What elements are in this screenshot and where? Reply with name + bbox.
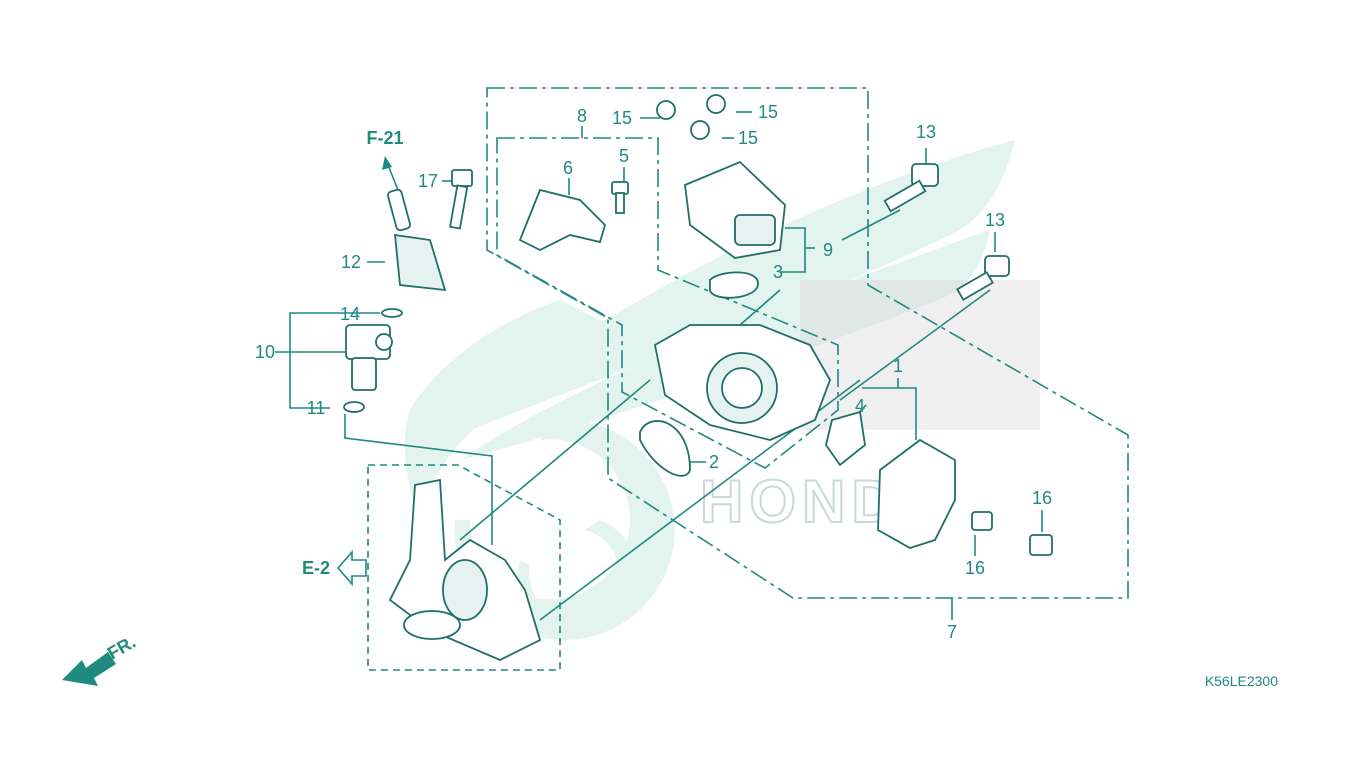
front-arrow-icon — [62, 652, 116, 686]
callout-3: 3 — [773, 262, 783, 282]
f21-arrow — [382, 156, 399, 191]
callout-4: 4 — [855, 396, 865, 416]
bolt-17 — [449, 169, 473, 230]
callout-7: 7 — [947, 622, 957, 642]
callout-15-left: 15 — [612, 108, 632, 128]
bolt-13-upper — [883, 163, 939, 213]
injector-10 — [345, 324, 393, 391]
diagram-code: K56LE2300 — [1205, 673, 1278, 689]
callout-15-top: 15 — [758, 102, 778, 122]
gasket-2 — [639, 420, 691, 477]
callout-13-lower: 13 — [985, 210, 1005, 230]
screw-16-left — [971, 511, 993, 531]
reference-f21: F-21 — [366, 128, 403, 148]
callout-13-upper: 13 — [916, 122, 936, 142]
callout-15-lower: 15 — [738, 128, 758, 148]
screw-16-right — [1029, 534, 1053, 556]
screws-15 — [656, 94, 726, 140]
bracket-6 — [518, 188, 607, 252]
control-unit-1 — [877, 438, 956, 549]
callout-8: 8 — [577, 106, 587, 126]
assembly-8-boundary — [496, 137, 839, 469]
throttle-body — [653, 324, 831, 441]
callout-14: 14 — [340, 304, 360, 324]
intake-manifold — [388, 478, 542, 661]
bolt-13-lower — [956, 255, 1010, 301]
intake-manifold-box — [367, 464, 561, 671]
callout-12: 12 — [341, 252, 361, 272]
callout-2: 2 — [709, 452, 719, 472]
callout-6: 6 — [563, 158, 573, 178]
sensor-9 — [684, 160, 786, 259]
callout-11: 11 — [307, 398, 326, 418]
o-ring-11 — [343, 401, 365, 413]
reference-e2: E-2 — [302, 558, 330, 578]
gasket-3 — [709, 271, 759, 299]
watermark-dots — [800, 280, 1040, 430]
callout-16-left: 16 — [965, 558, 985, 578]
callout-16-right: 16 — [1032, 488, 1052, 508]
o-ring-14 — [381, 308, 403, 318]
callout-9: 9 — [823, 240, 833, 260]
e2-arrow-icon — [336, 549, 367, 587]
screw-5 — [611, 181, 629, 214]
fuel-pipe-12 — [387, 188, 447, 292]
seal-4 — [825, 410, 866, 467]
callout-10: 10 — [255, 342, 275, 362]
callout-5: 5 — [619, 146, 629, 166]
callout-17: 17 — [418, 171, 438, 191]
callout-1: 1 — [893, 356, 903, 376]
